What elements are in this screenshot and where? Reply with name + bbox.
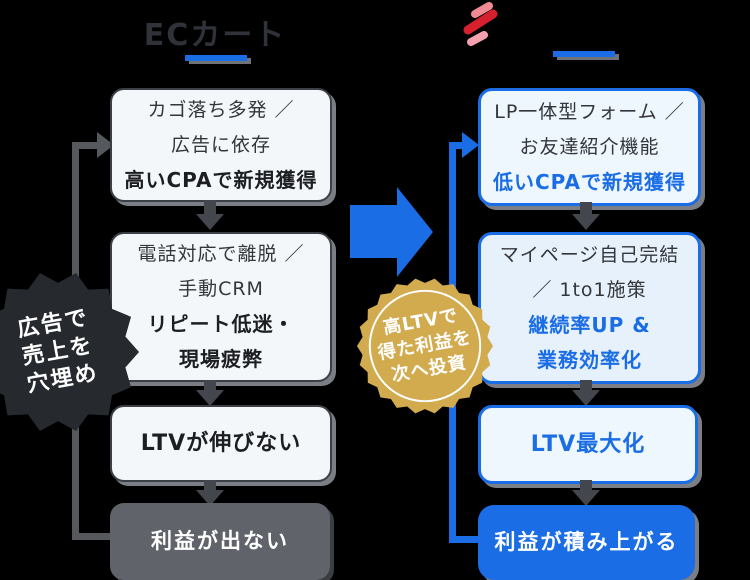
right-box3-line1: LTV最大化	[530, 432, 646, 457]
left-box1-line3: 高いCPAで新規獲得	[124, 167, 318, 192]
right-box2-line4: 業務効率化	[537, 348, 642, 372]
left-box2-line1: 電話対応で離脱 ／	[137, 243, 305, 265]
right-connector1-stub	[580, 202, 592, 215]
right-loop-bottom-line	[449, 536, 479, 543]
right-connector3-stub	[580, 480, 592, 491]
right-box2-line1: マイページ自己完結	[499, 244, 680, 266]
right-box-acquisition: LP一体型フォーム ／ お友達紹介機能 低いCPAで新規獲得	[478, 88, 701, 206]
right-box-retention: マイページ自己完結 ／ 1to1施策 継続率UP & 業務効率化	[478, 232, 701, 384]
right-connector1-arrow-icon	[572, 214, 600, 230]
left-box1-line1: カゴ落ち多発 ／	[147, 98, 295, 121]
right-box1-line1: LP一体型フォーム ／	[494, 100, 685, 123]
left-connector1-stub	[204, 200, 216, 215]
left-connector3-arrow-icon	[196, 490, 224, 506]
reinvest-gold-badge: 高LTVで 得た利益を 次へ投資	[356, 277, 494, 415]
left-box2-line2: 手動CRM	[178, 278, 264, 300]
right-box1-line3: 低いCPAで新規獲得	[493, 169, 686, 194]
transform-arrow-body	[350, 205, 397, 258]
left-box3-line1: LTVが伸びない	[140, 431, 302, 456]
left-connector3-stub	[204, 480, 216, 491]
reinvest-badge-text: 高LTVで 得た利益を 次へ投資	[345, 266, 505, 426]
right-box2-line3: 継続率UP &	[528, 313, 651, 337]
gold-seal-icon	[356, 278, 494, 414]
left-loop-bottom-line	[72, 533, 118, 540]
right-box2-line2: ／ 1to1施策	[532, 279, 647, 301]
right-box1-line2: お友達紹介機能	[519, 135, 660, 158]
right-box-ltv: LTV最大化	[478, 405, 698, 484]
left-box-profit: 利益が出ない	[110, 503, 330, 580]
right-box-profit: 利益が積み上がる	[478, 505, 695, 580]
left-connector1-arrow-icon	[196, 214, 224, 230]
left-connector2-stub	[204, 380, 216, 391]
right-connector2-arrow-icon	[572, 390, 600, 406]
left-loop-top-line	[79, 142, 99, 149]
left-title-underline	[185, 55, 247, 61]
left-box-ltv: LTVが伸びない	[110, 405, 332, 482]
right-connector3-arrow-icon	[572, 490, 600, 506]
right-title-underline	[553, 51, 615, 57]
transform-arrow-head-icon	[397, 187, 433, 277]
left-box4-line1: 利益が出ない	[151, 529, 289, 553]
left-box2-line4: 現場疲弊	[179, 347, 263, 371]
left-box-retention: 電話対応で離脱 ／ 手動CRM リピート低迷・ 現場疲弊	[110, 232, 332, 382]
right-connector2-stub	[580, 380, 592, 391]
right-loop-arrowhead-icon	[462, 132, 479, 158]
left-box1-line2: 広告に依存	[170, 133, 271, 156]
left-column-title: ECカート	[143, 18, 287, 53]
left-box-acquisition: カゴ落ち多発 ／ 広告に依存 高いCPAで新規獲得	[110, 88, 332, 202]
left-box2-line3: リピート低迷・	[147, 312, 295, 336]
left-loop-arrowhead-icon	[97, 132, 114, 158]
left-connector2-arrow-icon	[196, 390, 224, 406]
right-box4-line1: 利益が積み上がる	[494, 530, 679, 554]
right-loop-top-line	[456, 142, 464, 149]
burst-shape-icon	[0, 273, 140, 431]
ad-spend-burst-badge: 広告で 売上を 穴埋め	[0, 268, 142, 436]
brand-logo-icon	[463, 2, 498, 46]
